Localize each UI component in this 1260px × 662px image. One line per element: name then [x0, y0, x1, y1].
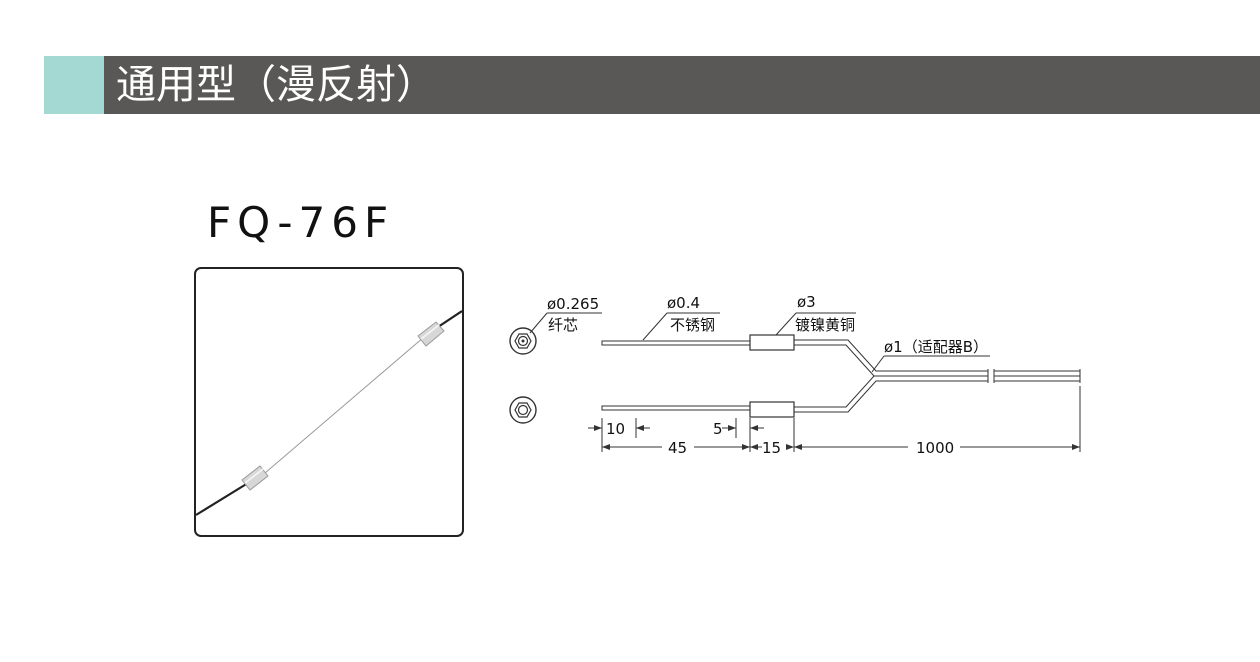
- svg-text:10: 10: [606, 420, 625, 438]
- dimension-45: 45: [602, 439, 750, 457]
- svg-text:1000: 1000: [916, 439, 954, 457]
- cable-end-upper: [437, 310, 462, 328]
- cable-end-lower: [196, 482, 249, 516]
- cable-break: [987, 369, 1081, 383]
- sleeve-lower: [241, 465, 269, 491]
- dimension-5: 5: [713, 420, 764, 438]
- header-accent-block: [44, 56, 104, 114]
- cable-diameter-label: ø1（适配器B）: [884, 338, 988, 356]
- page-title: 通用型（漫反射）: [116, 62, 436, 108]
- probe-bottom: [601, 375, 988, 418]
- sleeve-diameter-label: ø3: [797, 293, 816, 311]
- fiber-line: [257, 336, 425, 480]
- svg-text:45: 45: [668, 439, 687, 457]
- core-name-label: 纤芯: [548, 316, 578, 334]
- sleeve-upper: [417, 321, 445, 347]
- svg-text:5: 5: [713, 420, 723, 438]
- product-photo: [194, 267, 464, 537]
- fiber-photo-illustration: [196, 310, 462, 516]
- header-bar: 通用型（漫反射）: [44, 56, 1260, 114]
- end-view-bottom: [509, 396, 537, 424]
- leader-lines: [529, 312, 990, 373]
- probe-material-label: 不锈钢: [670, 316, 715, 334]
- dimension-1000: 1000: [794, 439, 1080, 457]
- model-name: FQ-76F: [207, 198, 395, 247]
- core-diameter-label: ø0.265: [547, 295, 599, 313]
- extension-lines: [601, 386, 1081, 452]
- dimension-15: 15: [750, 439, 794, 457]
- end-view-top: [509, 327, 537, 355]
- sleeve-material-label: 镀镍黄铜: [795, 316, 855, 334]
- svg-text:15: 15: [762, 439, 781, 457]
- probe-diameter-label: ø0.4: [667, 294, 700, 312]
- dimension-10: 10: [588, 420, 650, 438]
